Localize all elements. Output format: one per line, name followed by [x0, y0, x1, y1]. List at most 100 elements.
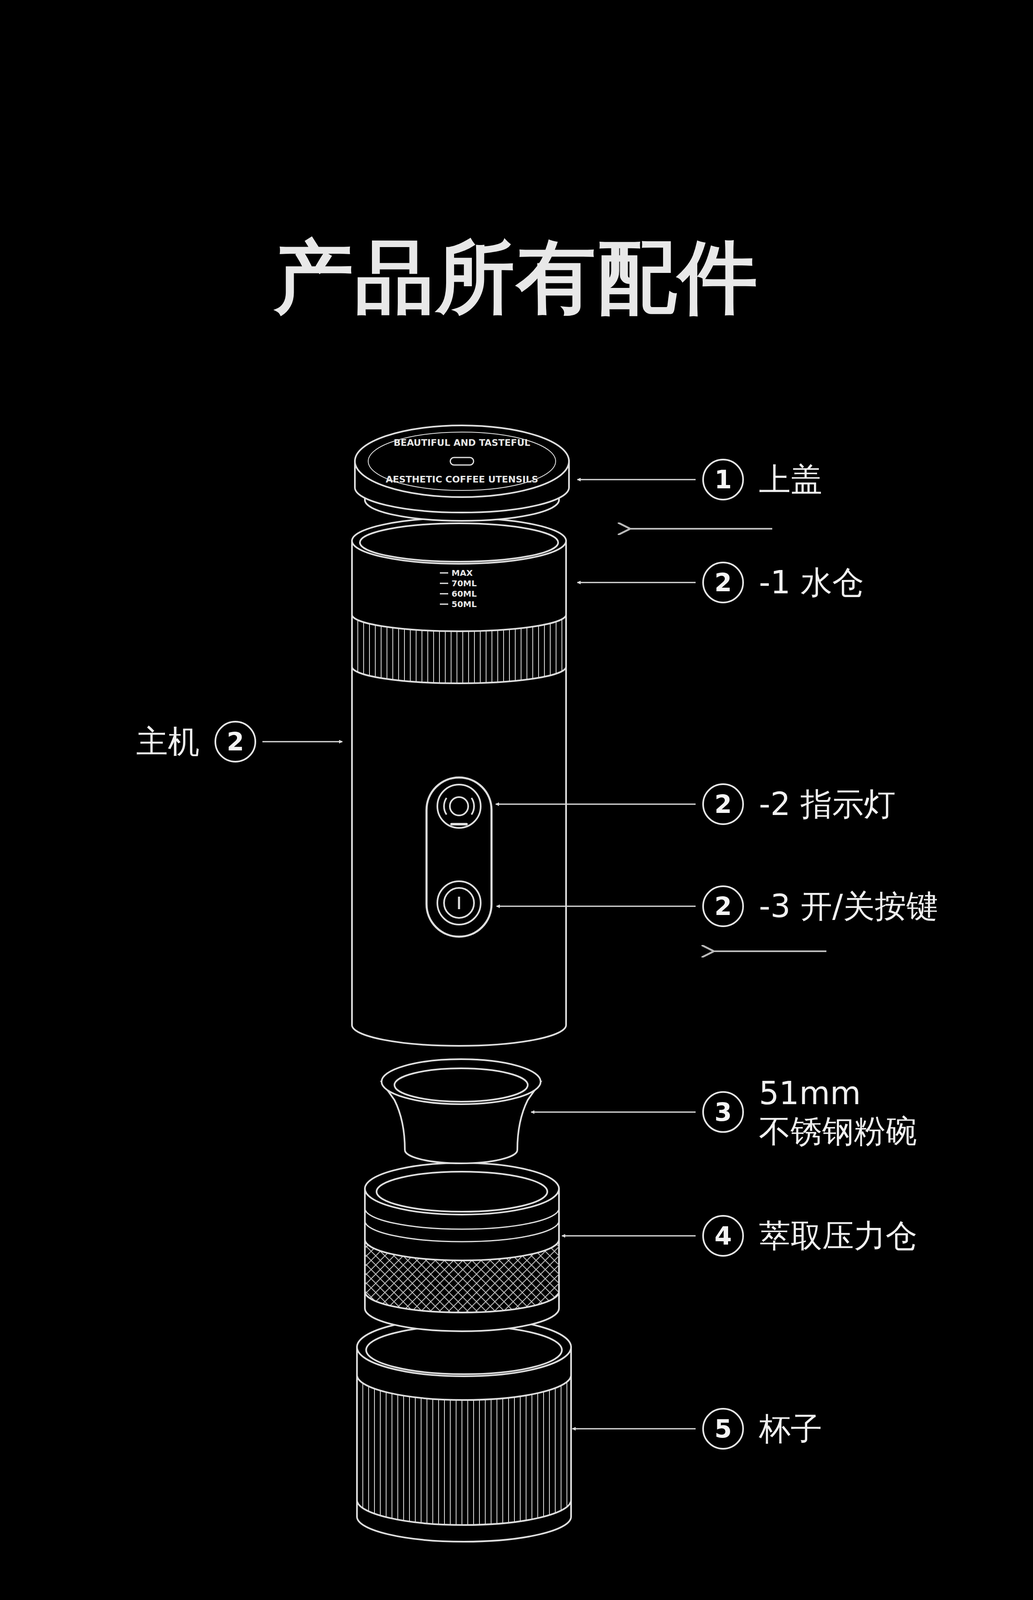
- rib-line: [427, 630, 429, 683]
- rib-line: [484, 1399, 486, 1525]
- callout-number: 3: [702, 1090, 744, 1133]
- callout: 4萃取压力仓: [702, 1214, 918, 1257]
- rib-line: [514, 628, 516, 681]
- part-name: 51mm 不锈钢粉碗: [758, 1073, 918, 1150]
- callout: 5 杯子: [702, 1407, 823, 1450]
- rib-line: [398, 628, 400, 681]
- rib-line: [421, 630, 423, 683]
- rib-line: [467, 1399, 469, 1525]
- rib-line: [479, 630, 481, 683]
- rib-line: [404, 628, 405, 681]
- rib-line: [369, 623, 370, 676]
- rib-line: [543, 1391, 544, 1517]
- rib-line: [403, 1395, 405, 1521]
- rib-line: [538, 625, 539, 678]
- rib-line: [474, 631, 475, 684]
- rib-line: [514, 1396, 515, 1522]
- page-title: 产品所有配件: [0, 224, 1033, 332]
- rib-line: [485, 630, 487, 683]
- rib-line: [449, 1399, 451, 1525]
- rib-line: [525, 1394, 527, 1520]
- rib-line: [374, 1388, 375, 1514]
- rib-line: [508, 1397, 510, 1523]
- scale-mark: 60ML: [451, 588, 477, 599]
- rib-line: [496, 1398, 498, 1524]
- scale-mark: MAX: [451, 567, 473, 578]
- rib-line: [432, 1398, 434, 1524]
- rib-line: [392, 627, 394, 680]
- callout-number: 5: [702, 1407, 744, 1450]
- callout: 主机2: [136, 720, 257, 763]
- scale-mark: 70ML: [451, 578, 477, 589]
- rib-line: [543, 624, 545, 677]
- part-name: 上盖: [758, 460, 823, 499]
- rib-line: [491, 630, 493, 683]
- rib-line: [509, 628, 510, 682]
- rib-line: [566, 1381, 568, 1507]
- rib-line: [409, 629, 411, 682]
- rib-line: [380, 625, 382, 678]
- rib-line: [537, 1392, 539, 1518]
- main-body: [351, 540, 567, 1046]
- leader-lines: [262, 479, 696, 1429]
- rib-line: [363, 621, 365, 674]
- rib-line: [548, 1389, 550, 1515]
- rib-line: [462, 631, 464, 684]
- callout-number: 1: [702, 458, 744, 501]
- rib-line: [426, 1397, 428, 1523]
- rib-line: [531, 1393, 533, 1519]
- callout-number: 2: [702, 885, 744, 927]
- callout-number: 2: [702, 561, 744, 604]
- rib-line: [444, 631, 446, 684]
- rib-line: [490, 1398, 492, 1524]
- rib-line: [357, 619, 359, 672]
- rib-line: [455, 1399, 457, 1525]
- rib-line: [409, 1396, 410, 1522]
- rib-line: [532, 626, 534, 679]
- rib-line: [461, 1399, 463, 1525]
- part-name: 杯子: [758, 1409, 823, 1448]
- rib-line: [368, 1385, 370, 1511]
- rib-line: [526, 627, 528, 680]
- rib-line: [414, 1396, 416, 1522]
- rib-line: [391, 1392, 393, 1518]
- rib-line: [555, 621, 557, 674]
- rib-line: [456, 631, 458, 684]
- part-name: -3 开/关按键: [758, 886, 939, 925]
- callout: 3 51mm 不锈钢粉碗: [702, 1073, 918, 1150]
- callout: 2 -2 指示灯: [702, 783, 896, 825]
- rib-line: [386, 626, 388, 679]
- rib-line: [362, 1382, 364, 1508]
- callout: 2 -3 开/关按键: [702, 885, 939, 927]
- rib-line: [520, 628, 522, 681]
- lid-engraving: AESTHETIC COFFEE UTENSILS: [385, 474, 539, 485]
- rib-line: [420, 1397, 422, 1523]
- rib-line: [374, 624, 376, 677]
- rib-line: [379, 1389, 381, 1515]
- callout-number: 2: [702, 783, 744, 825]
- rib-line: [415, 629, 417, 682]
- rib-line: [519, 1395, 521, 1521]
- rib-line: [397, 1394, 399, 1520]
- part-name: -1 水仓: [758, 563, 864, 602]
- rib-line: [503, 629, 505, 682]
- callout-number: 2: [214, 720, 257, 763]
- rib-line: [561, 618, 563, 672]
- rib-line: [444, 1399, 445, 1525]
- rib-line: [502, 1397, 504, 1523]
- lid-engraving: BEAUTIFUL AND TASTEFUL: [393, 437, 531, 448]
- rib-line: [479, 1399, 480, 1525]
- scale-mark: 50ML: [451, 598, 477, 609]
- rib-line: [497, 629, 499, 682]
- rib-line: [468, 631, 470, 684]
- part-name: -2 指示灯: [758, 784, 896, 823]
- callout: 2 -1 水仓: [702, 561, 864, 604]
- rib-line: [549, 623, 551, 676]
- rib-line: [433, 630, 435, 683]
- part-name: 萃取压力仓: [758, 1216, 918, 1255]
- rib-line: [385, 1391, 387, 1517]
- rib-line: [560, 1384, 562, 1510]
- rib-line: [450, 631, 452, 684]
- callout: 1 上盖: [702, 458, 823, 501]
- rib-line: [554, 1387, 556, 1513]
